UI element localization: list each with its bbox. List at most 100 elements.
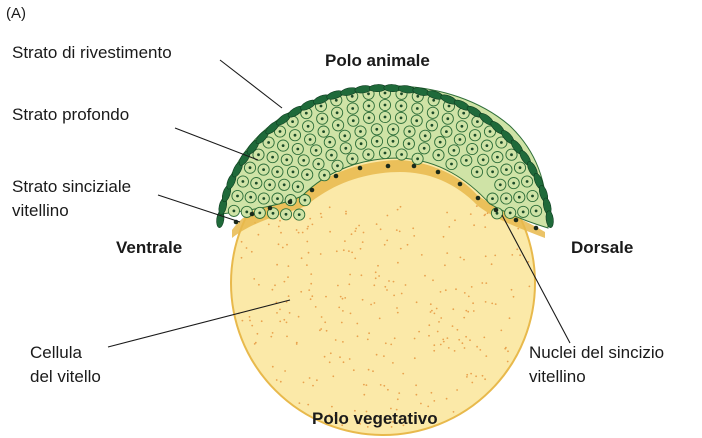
yolk-granule	[437, 331, 439, 333]
syncytial-nucleus	[288, 200, 293, 205]
deep-cell-nucleus	[257, 153, 260, 156]
yolk-granule	[416, 394, 418, 396]
yolk-granule	[414, 357, 416, 359]
deep-cell-nucleus	[344, 147, 347, 150]
yolk-granule	[427, 406, 429, 408]
yolk-granule	[299, 402, 301, 404]
yolk-granule	[462, 342, 464, 344]
yolk-granule	[320, 253, 322, 255]
deep-cell-nucleus	[461, 125, 464, 128]
deep-cell-nucleus	[476, 120, 479, 123]
yolk-granule	[485, 301, 487, 303]
yolk-granule	[468, 296, 470, 298]
yolk-granule	[363, 384, 365, 386]
yolk-granule	[509, 317, 511, 319]
yolk-granule	[445, 289, 447, 291]
yolk-granule	[354, 230, 356, 232]
yolk-granule	[415, 384, 417, 386]
yolk-granule	[393, 295, 395, 297]
deep-cell-nucleus	[445, 130, 448, 133]
label-cellula-2: del vitello	[30, 367, 101, 386]
yolk-granule	[335, 339, 337, 341]
deep-cell-nucleus	[491, 170, 494, 173]
deep-cell-nucleus	[367, 105, 370, 108]
yolk-granule	[279, 321, 281, 323]
yolk-granule	[475, 375, 477, 377]
deep-cell-nucleus	[268, 183, 271, 186]
deep-cell-nucleus	[375, 128, 378, 131]
yolk-granule	[500, 330, 502, 332]
yolk-granule	[465, 336, 467, 338]
deep-cell-nucleus	[285, 158, 288, 161]
yolk-granule	[513, 296, 515, 298]
deep-cell-nucleus	[309, 138, 312, 141]
yolk-granule	[361, 274, 363, 276]
deep-cell-nucleus	[351, 95, 354, 98]
yolk-granule	[368, 369, 370, 371]
deep-cell-nucleus	[450, 163, 453, 166]
yolk-granule	[431, 310, 433, 312]
label-nuclei-2: vitellino	[529, 367, 586, 386]
yolk-granule	[378, 275, 380, 277]
deep-cell-nucleus	[500, 141, 503, 144]
yolk-granule	[302, 232, 304, 234]
deep-cell-nucleus	[294, 134, 297, 137]
yolk-granule	[310, 273, 312, 275]
deep-cell-nucleus	[367, 92, 370, 95]
yolk-granule	[367, 339, 369, 341]
yolk-granule	[444, 264, 446, 266]
yolk-granule	[376, 354, 378, 356]
yolk-granule	[321, 316, 323, 318]
yolk-granule	[476, 346, 478, 348]
yolk-granule	[349, 274, 351, 276]
yolk-granule	[375, 271, 377, 273]
deep-cell-nucleus	[249, 166, 252, 169]
deep-cell-nucleus	[489, 130, 492, 133]
yolk-granule	[505, 347, 507, 349]
yolk-granule	[456, 389, 458, 391]
yolk-granule	[342, 298, 344, 300]
yolk-granule	[412, 227, 414, 229]
yolk-granule	[276, 312, 278, 314]
yolk-granule	[296, 229, 298, 231]
deep-cell-nucleus	[509, 212, 512, 215]
yolk-granule	[286, 336, 288, 338]
deep-cell-nucleus	[242, 180, 245, 183]
yolk-granule	[307, 404, 309, 406]
deep-cell-nucleus	[408, 142, 411, 145]
yolk-granule	[321, 216, 323, 218]
yolk-granule	[443, 341, 445, 343]
yolk-granule	[351, 233, 353, 235]
yolk-granule	[251, 251, 253, 253]
orientation-left: Ventrale	[116, 238, 182, 257]
yolk-granule	[460, 257, 462, 259]
yolk-granule	[448, 347, 450, 349]
yolk-granule	[320, 328, 322, 330]
yolk-granule	[485, 255, 487, 257]
label-strato-sinciziale-1: Strato sinciziale	[12, 177, 131, 196]
yolk-granule	[383, 355, 385, 357]
yolk-granule	[424, 275, 426, 277]
deep-cell-nucleus	[315, 149, 318, 152]
yolk-granule	[396, 307, 398, 309]
yolk-granule	[484, 226, 486, 228]
yolk-granule	[310, 283, 312, 285]
yolk-granule	[507, 350, 509, 352]
yolk-granule	[268, 224, 270, 226]
yolk-granule	[485, 355, 487, 357]
yolk-granule	[484, 214, 486, 216]
yolk-granule	[471, 286, 473, 288]
syncytial-nucleus	[494, 208, 499, 213]
yolk-granule	[464, 347, 466, 349]
yolk-granule	[428, 324, 430, 326]
yolk-granule	[330, 352, 332, 354]
yolk-granule	[430, 303, 432, 305]
yolk-granule	[344, 240, 346, 242]
syncytial-nucleus	[310, 188, 315, 193]
label-nuclei-1: Nuclei del sincizio	[529, 343, 664, 362]
yolk-granule	[453, 411, 455, 413]
yolk-granule	[416, 301, 418, 303]
yolk-granule	[343, 249, 345, 251]
yolk-granule	[340, 296, 342, 298]
